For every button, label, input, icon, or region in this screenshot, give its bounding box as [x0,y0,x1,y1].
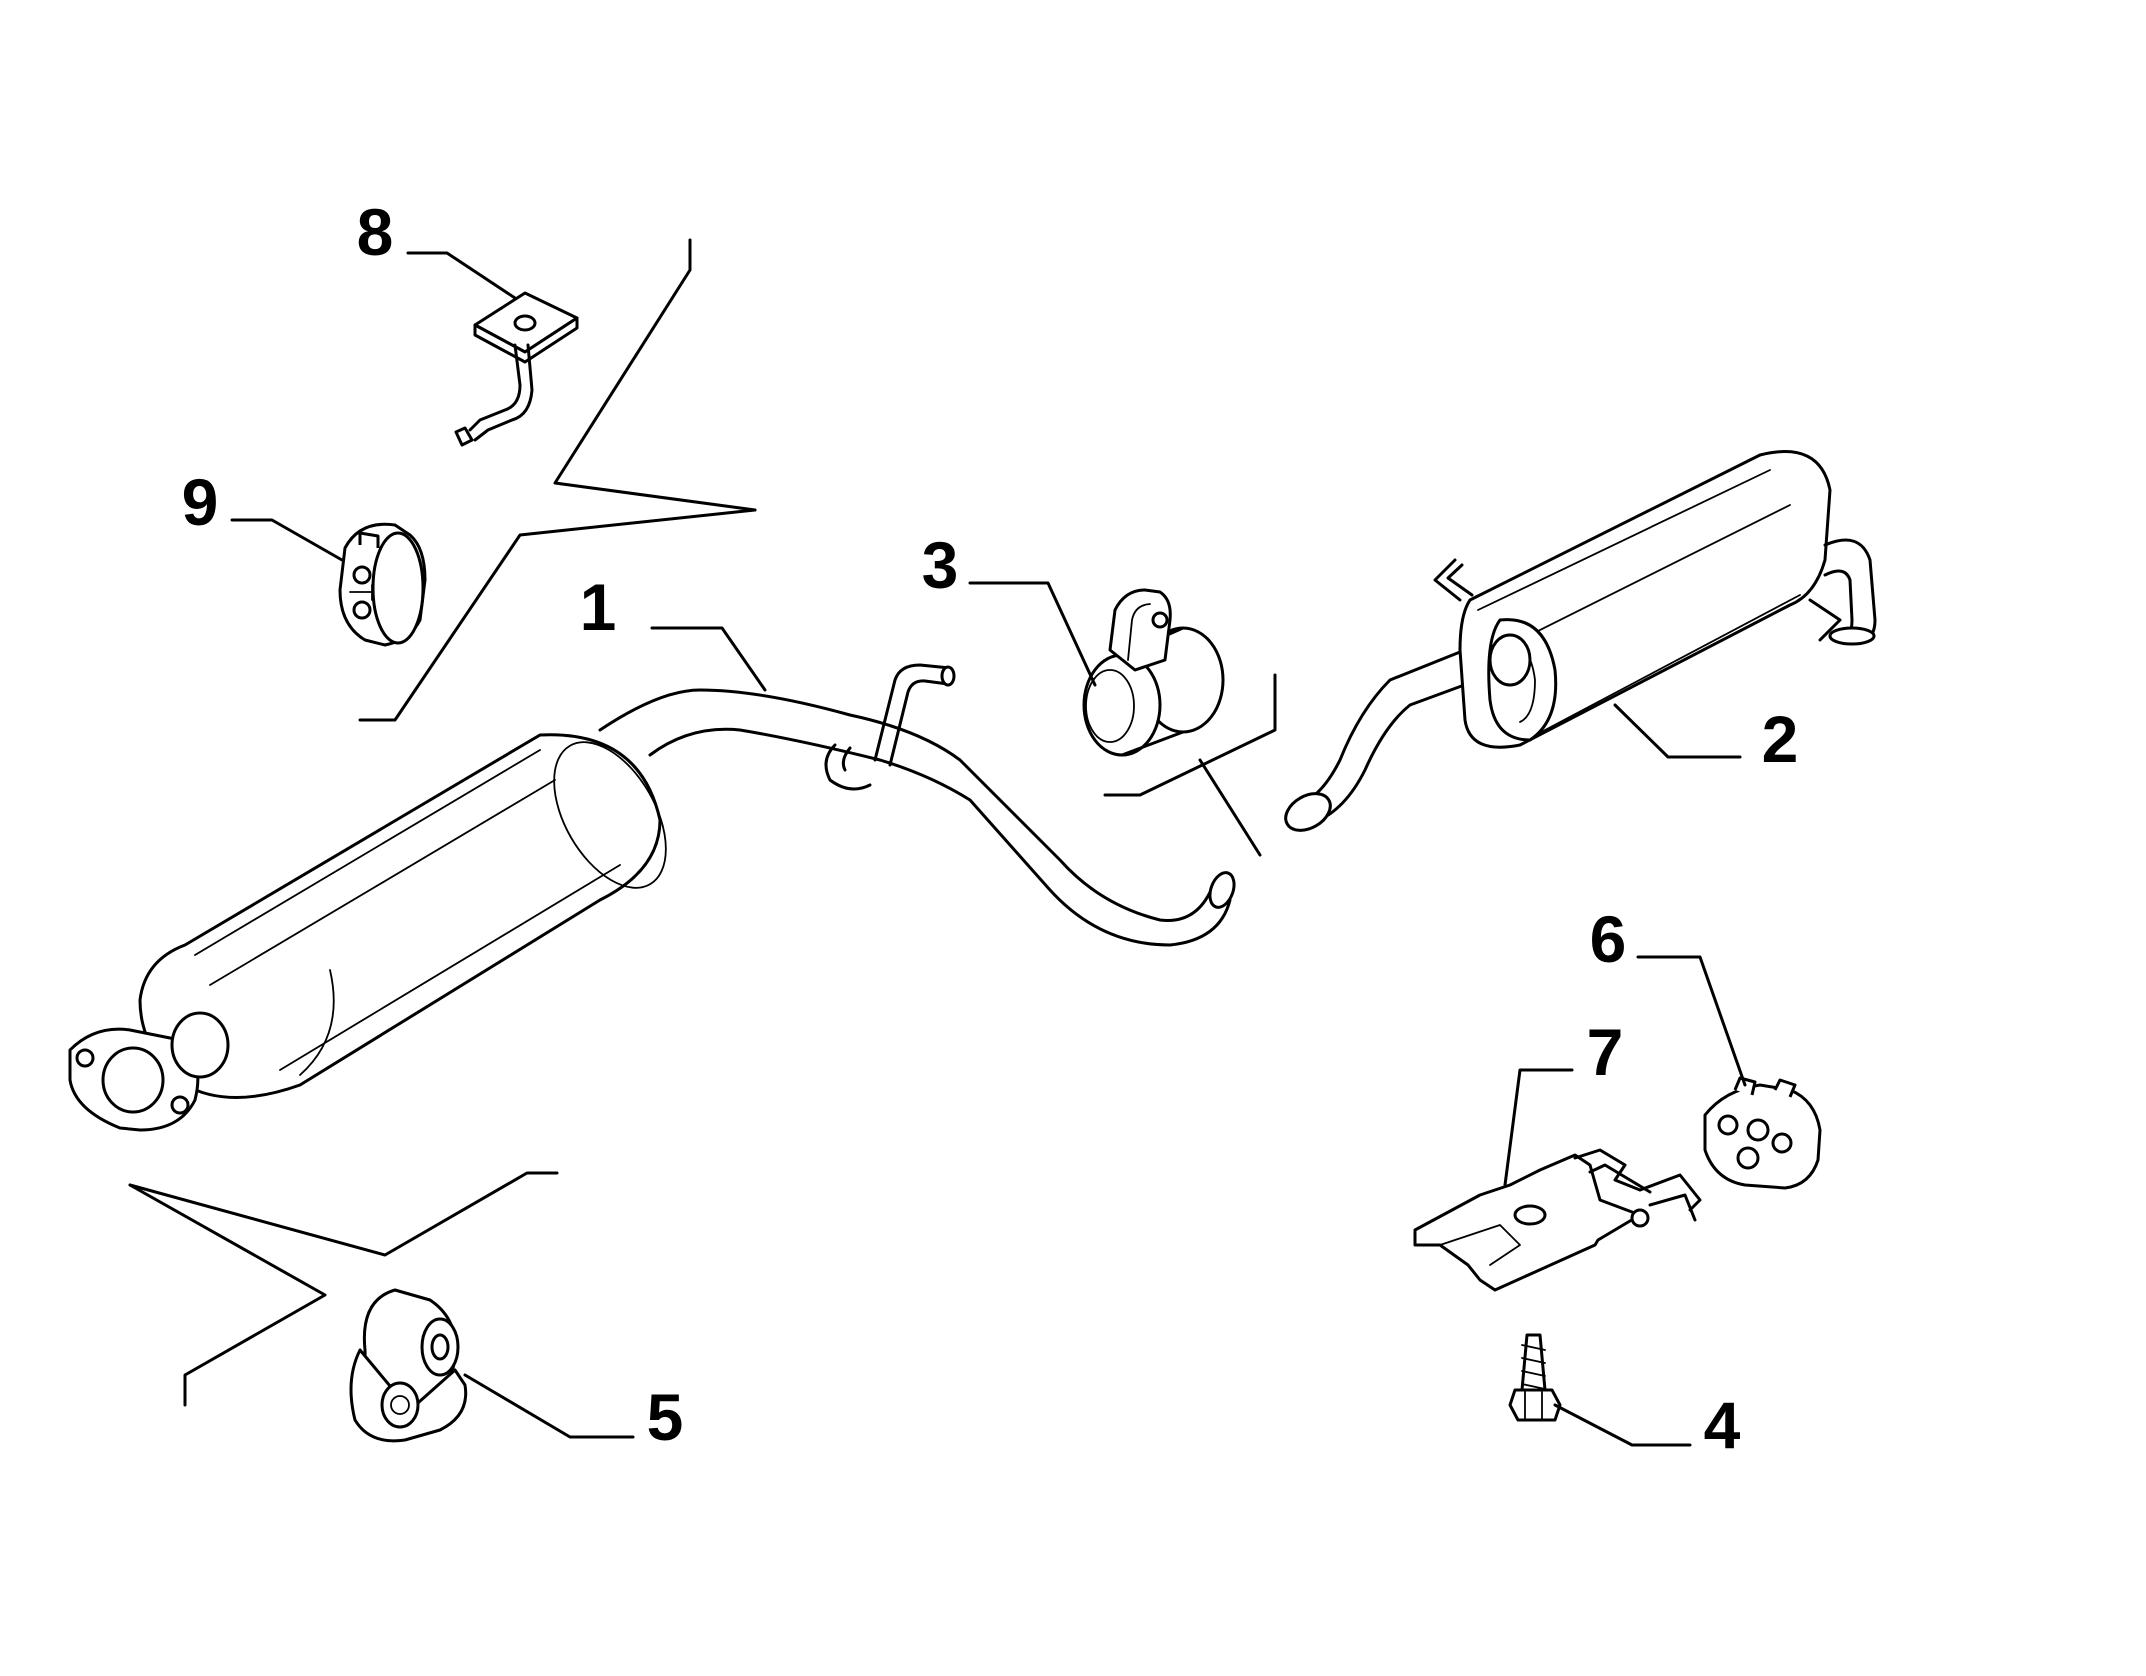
part-9-rubber-hanger[interactable] [338,522,427,647]
callout-7: 7 [1503,1015,1624,1187]
callout-6: 6 [1590,902,1747,1087]
part-5-rubber-mount[interactable] [349,1288,468,1443]
bracket-marks-upper-left [358,238,757,722]
bracket-marks-lower-left [128,1171,559,1407]
callout-label-4: 4 [1704,1388,1741,1462]
part-8-hanger-plate[interactable] [454,291,579,447]
pipe-break-marks [1103,673,1277,857]
callout-9: 9 [182,465,344,562]
callout-4: 4 [1553,1388,1741,1462]
callout-label-7: 7 [1587,1015,1624,1089]
part-3-clamp[interactable] [1082,588,1225,757]
callout-label-9: 9 [182,465,219,539]
callout-label-3: 3 [922,528,959,602]
callout-1: 1 [580,570,767,692]
callout-5: 5 [463,1373,684,1454]
part-2-rear-silencer[interactable] [1279,450,1877,838]
callout-8: 8 [357,195,517,300]
callout-label-8: 8 [357,195,394,269]
callout-label-6: 6 [1590,902,1627,976]
part-6-rubber-hanger[interactable] [1703,1076,1822,1190]
part-7-bracket-plate[interactable] [1413,1148,1702,1292]
part-4-bolt[interactable] [1508,1333,1562,1422]
callout-label-5: 5 [647,1380,684,1454]
callout-label-2: 2 [1762,702,1799,776]
callout-2: 2 [1613,702,1799,776]
part-1-front-silencer-pipe[interactable] [68,663,1238,1132]
callout-3: 3 [922,528,1097,687]
callout-label-1: 1 [580,570,617,644]
